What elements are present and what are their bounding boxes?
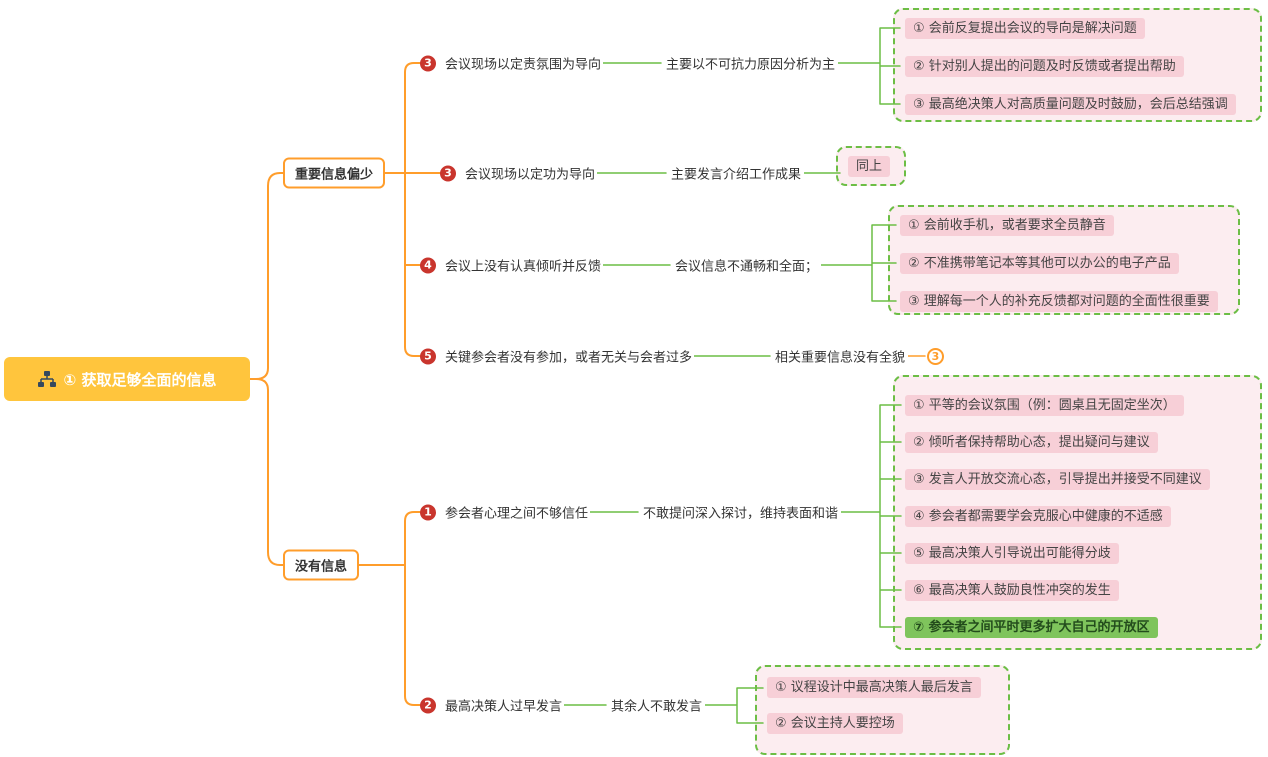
topic-label: 会议上没有认真倾听并反馈: [443, 255, 604, 275]
solution-item[interactable]: ① 会前反复提出会议的导向是解决问题: [905, 18, 1145, 39]
solution-item[interactable]: ③ 理解每一个人的补充反馈都对问题的全面性很重要: [900, 291, 1218, 312]
solution-item[interactable]: ① 议程设计中最高决策人最后发言: [767, 677, 981, 698]
topic-label: 会议现场以定功为导向: [463, 163, 598, 183]
topic-decision-maker-speaks-early[interactable]: 2 最高决策人过早发言: [420, 695, 565, 715]
subtopic-no-listening-detail[interactable]: 会议信息不通畅和全面；: [672, 255, 822, 275]
solution-item[interactable]: ③ 发言人开放交流心态，引导提出并接受不同建议: [905, 469, 1210, 490]
solution-item[interactable]: ④ 参会者都需要学会克服心中健康的不适感: [905, 506, 1171, 527]
topic-label: 会议现场以定责氛围为导向: [443, 53, 604, 73]
solution-item[interactable]: ③ 最高绝决策人对高质量问题及时鼓励，会后总结强调: [905, 94, 1236, 115]
subtopic-lack-of-trust-detail[interactable]: 不敢提问深入探讨，维持表面和谐: [640, 502, 842, 522]
summary-marker[interactable]: 3: [927, 348, 944, 365]
solution-item[interactable]: 同上: [848, 156, 891, 177]
solution-item[interactable]: ⑤ 最高决策人引导说出可能得分歧: [905, 543, 1119, 564]
org-chart-icon: [37, 371, 56, 387]
subtopic-key-attendees-detail[interactable]: 相关重要信息没有全貌: [772, 346, 909, 366]
solution-item[interactable]: ② 针对别人提出的问题及时反馈或者提出帮助: [905, 56, 1184, 77]
subtopic-define-credit-detail[interactable]: 主要发言介绍工作成果: [668, 163, 805, 183]
priority-badge: 3: [440, 165, 456, 181]
priority-badge: 4: [420, 257, 436, 273]
subtopic-define-blame-detail[interactable]: 主要以不可抗力原因分析为主: [663, 53, 839, 73]
branch-topic-no-info[interactable]: 没有信息: [283, 549, 360, 581]
priority-badge: 2: [420, 697, 436, 713]
branch-topic-important-info-low[interactable]: 重要信息偏少: [283, 157, 386, 189]
priority-badge: 1: [420, 504, 436, 520]
solution-item[interactable]: ② 不准携带笔记本等其他可以办公的电子产品: [900, 253, 1179, 274]
solution-item[interactable]: ① 平等的会议氛围（例：圆桌且无固定坐次）: [905, 395, 1184, 416]
solution-item-highlighted[interactable]: ⑦ 参会者之间平时更多扩大自己的开放区: [905, 617, 1158, 638]
root-topic[interactable]: ① 获取足够全面的信息: [4, 357, 250, 401]
topic-no-listening[interactable]: 4 会议上没有认真倾听并反馈: [420, 255, 604, 275]
topic-key-attendees-missing[interactable]: 5 关键参会者没有参加，或者无关与会者过多: [420, 346, 695, 366]
topic-label: 参会者心理之间不够信任: [443, 502, 591, 522]
topic-lack-of-trust[interactable]: 1 参会者心理之间不够信任: [420, 502, 591, 522]
topic-label: 关键参会者没有参加，或者无关与会者过多: [443, 346, 695, 366]
root-topic-label: ① 获取足够全面的信息: [63, 370, 217, 389]
topic-define-credit[interactable]: 3 会议现场以定功为导向: [440, 163, 598, 183]
topic-label: 最高决策人过早发言: [443, 695, 565, 715]
subtopic-others-silent-detail[interactable]: 其余人不敢发言: [608, 695, 706, 715]
solution-item[interactable]: ① 会前收手机，或者要求全员静音: [900, 215, 1114, 236]
topic-define-blame[interactable]: 3 会议现场以定责氛围为导向: [420, 53, 604, 73]
priority-badge: 3: [420, 55, 436, 71]
priority-badge: 5: [420, 348, 436, 364]
solution-item[interactable]: ② 会议主持人要控场: [767, 713, 903, 734]
solution-item[interactable]: ② 倾听者保持帮助心态，提出疑问与建议: [905, 432, 1158, 453]
solution-item[interactable]: ⑥ 最高决策人鼓励良性冲突的发生: [905, 580, 1119, 601]
